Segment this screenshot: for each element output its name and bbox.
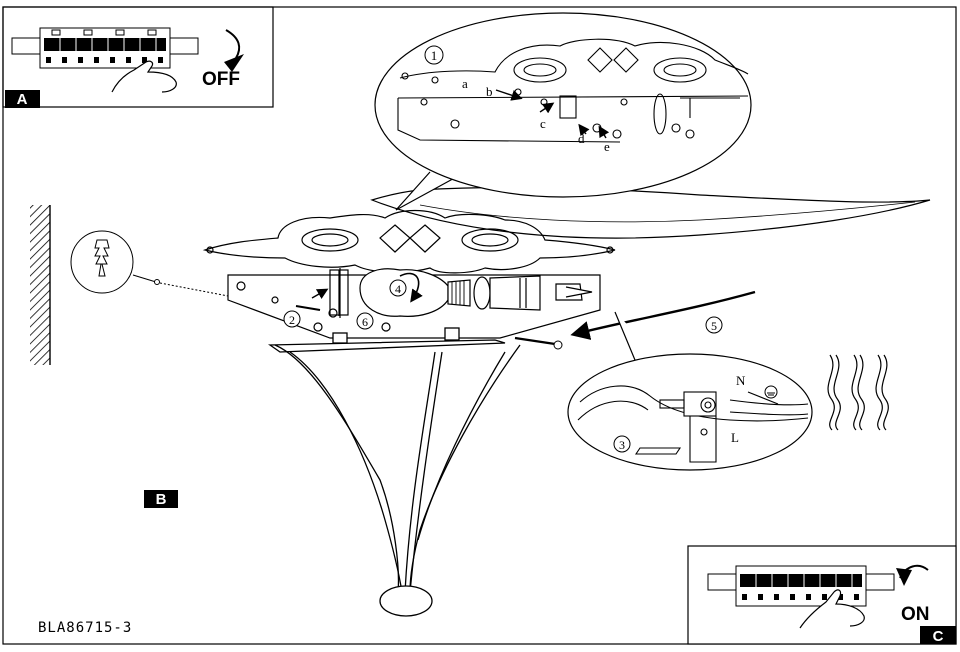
step-6-marker [356,312,374,330]
panel-c-label-box [920,626,956,644]
model-code: BLA86715-3 [38,620,133,636]
part-b-label: b [486,84,493,99]
panel-b-label-box [144,490,178,508]
screw-5-icon [514,336,556,346]
step-6-label: 6 [362,315,368,329]
cables-icon [827,354,889,431]
step-2-marker [283,310,301,328]
off-label: OFF [202,69,240,90]
rotate-bulb-arrow-icon [399,272,423,303]
step-5-label: 5 [711,319,717,333]
turn-off-arrow-icon [225,29,241,59]
detail-bubble-1: 1 a b c d e [374,12,752,211]
step-2-label: 2 [289,313,295,327]
panel-c-letter: C [933,628,944,645]
detail-bubble-3: 3 N L [567,311,889,471]
step-5-marker [705,316,723,334]
ground-icon [764,385,778,399]
panel-c: C ON [687,545,957,645]
hand-icon [799,589,865,629]
live-wire-label: L [731,430,739,445]
panel-a-label-box [5,90,40,108]
part-d-label: d [578,131,585,146]
outer-frame [2,6,957,645]
wall-plug-icon [94,239,110,277]
breaker-box-a [11,27,199,69]
step-1-label: 1 [431,48,438,63]
hand-icon [111,60,177,93]
panel-a: A [2,6,274,108]
step-3-label: 3 [619,438,625,452]
part-a-label: a [462,76,468,91]
wall [30,205,51,365]
screw-icon [295,305,321,311]
assembly-arrow-icon [570,290,756,340]
step-4-label: 4 [395,282,401,296]
on-label: ON [901,604,930,625]
panel-a-letter: A [17,91,28,108]
panel-b-letter: B [156,491,167,508]
part-e-label: e [604,139,610,154]
part-c-label: c [540,116,546,131]
breaker-box-c [707,565,895,607]
wall-plug-detail [70,230,229,297]
glass-shade [370,186,931,239]
neutral-wire-label: N [736,373,746,388]
step-4-marker [389,279,407,297]
lamp-body [268,327,521,617]
